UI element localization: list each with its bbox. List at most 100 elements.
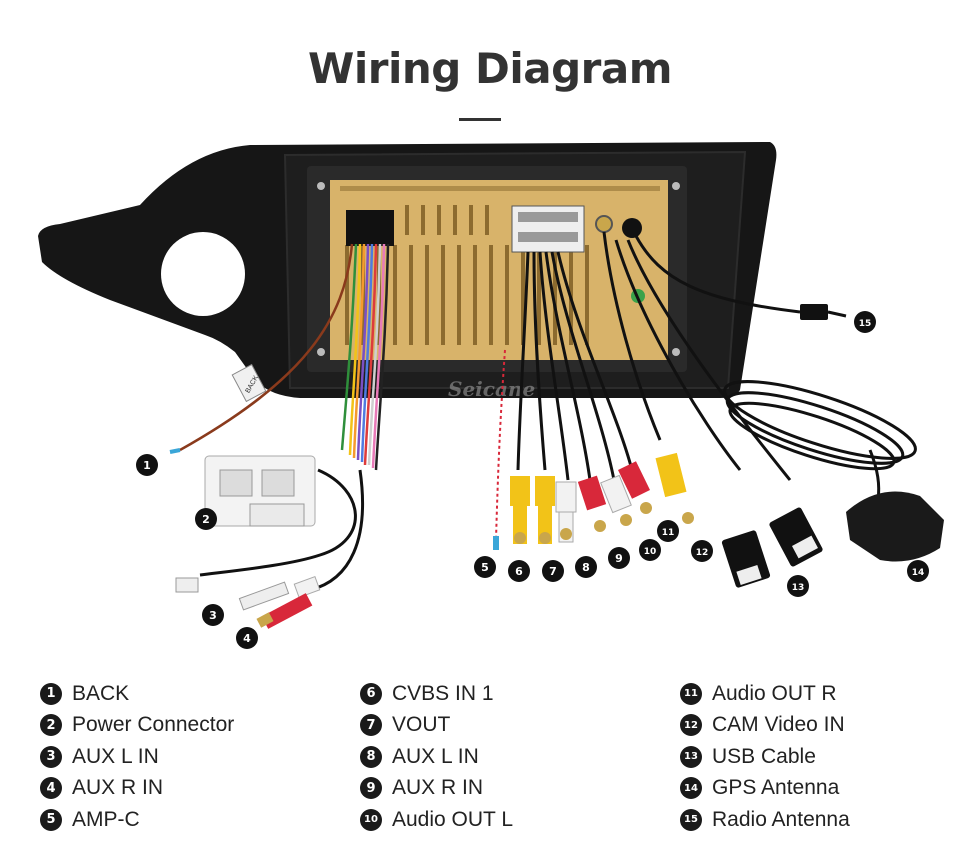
power-loop bbox=[199, 468, 357, 577]
legend-item: 15 Radio Antenna bbox=[680, 804, 850, 836]
svg-text:10: 10 bbox=[644, 547, 657, 557]
svg-text:1: 1 bbox=[143, 459, 151, 472]
legend-label: GPS Antenna bbox=[712, 776, 840, 800]
legend-item: 3 AUX L IN bbox=[40, 741, 234, 773]
rca-plug-10 bbox=[600, 474, 632, 526]
harness-wires bbox=[179, 243, 390, 471]
page-title: Wiring Diagram bbox=[308, 44, 672, 93]
legend-label: AUX L IN bbox=[392, 744, 479, 768]
svg-text:11: 11 bbox=[662, 528, 675, 538]
usb-plug-b bbox=[769, 507, 823, 567]
aux-l-plug bbox=[238, 576, 321, 611]
legend-label: USB Cable bbox=[712, 744, 816, 768]
svg-text:2: 2 bbox=[202, 513, 210, 526]
svg-text:13: 13 bbox=[792, 583, 805, 593]
callout-12: 12 bbox=[691, 540, 713, 562]
radio-antenna-plug bbox=[800, 304, 828, 320]
rca-plug-8 bbox=[555, 481, 577, 543]
svg-text:5: 5 bbox=[481, 561, 489, 574]
legend-number-badge: 15 bbox=[680, 808, 702, 831]
legend-number-badge: 2 bbox=[40, 714, 62, 737]
back-tag bbox=[231, 363, 267, 403]
legend-number-badge: 3 bbox=[40, 745, 62, 768]
rca-plug-12 bbox=[655, 452, 694, 524]
callout-8: 8 bbox=[575, 556, 597, 578]
svg-text:12: 12 bbox=[696, 548, 709, 558]
legend-column-3: 11 Audio OUT R 12 CAM Video IN 13 USB Cable… bbox=[680, 678, 850, 836]
legend-label: Power Connector bbox=[72, 713, 235, 737]
legend-item: 14 GPS Antenna bbox=[680, 773, 850, 805]
legend-item: 5 AMP-C bbox=[40, 804, 234, 836]
legend-column-1: 1 BACK 2 Power Connector 3 AUX L IN 4 AUX R … bbox=[40, 678, 234, 836]
callout-3: 3 bbox=[202, 604, 224, 626]
radio-socket bbox=[595, 215, 613, 233]
legend-item: 6 CVBS IN 1 bbox=[360, 678, 513, 710]
wiring-diagram: Seicane BACK bbox=[38, 142, 944, 649]
rca-cables bbox=[516, 231, 801, 481]
rca-plug-11 bbox=[617, 461, 652, 514]
gps-antenna bbox=[846, 491, 944, 562]
rca-plug-9 bbox=[577, 475, 607, 532]
legend-item: 7 VOUT bbox=[360, 710, 513, 742]
legend-number-badge: 13 bbox=[680, 745, 702, 768]
callout-6: 6 bbox=[508, 560, 530, 582]
main-harness-socket bbox=[346, 210, 394, 246]
svg-text:15: 15 bbox=[859, 319, 872, 329]
svg-text:6: 6 bbox=[515, 565, 523, 578]
legend-item: 9 AUX R IN bbox=[360, 773, 513, 805]
callout-9: 9 bbox=[608, 547, 630, 569]
rca-plug-6 bbox=[510, 476, 530, 544]
legend-item: 12 CAM Video IN bbox=[680, 710, 850, 742]
legend-item: 8 AUX L IN bbox=[360, 741, 513, 773]
svg-text:3: 3 bbox=[209, 609, 217, 622]
aux-r-plug bbox=[256, 593, 313, 629]
legend-number-badge: 8 bbox=[360, 745, 382, 768]
svg-text:9: 9 bbox=[615, 552, 623, 565]
legend-label: CAM Video IN bbox=[712, 713, 845, 737]
legend-number-badge: 5 bbox=[40, 808, 62, 831]
legend-label: VOUT bbox=[392, 713, 451, 737]
callout-15: 15 bbox=[854, 311, 876, 333]
legend-label: AUX R IN bbox=[392, 776, 484, 800]
callout-5: 5 bbox=[474, 556, 496, 578]
legend-label: BACK bbox=[72, 681, 130, 705]
gps-socket bbox=[622, 218, 642, 238]
legend-label: Radio Antenna bbox=[712, 807, 850, 831]
legend-number-badge: 12 bbox=[680, 714, 702, 737]
rca-plug-7 bbox=[535, 476, 555, 544]
legend-label: AUX L IN bbox=[72, 744, 159, 768]
legend-label: Audio OUT R bbox=[712, 681, 837, 705]
legend-label: AMP-C bbox=[72, 807, 140, 831]
legend-number-badge: 9 bbox=[360, 777, 382, 800]
title-underline bbox=[459, 118, 501, 121]
coiled-gps-cable bbox=[723, 380, 917, 501]
legend-number-badge: 1 bbox=[40, 682, 62, 705]
callout-10: 10 bbox=[639, 539, 661, 561]
legend-number-badge: 10 bbox=[360, 808, 382, 831]
callout-4: 4 bbox=[236, 627, 258, 649]
callout-13: 13 bbox=[787, 575, 809, 597]
legend-label: CVBS IN 1 bbox=[392, 681, 494, 705]
legend-number-badge: 6 bbox=[360, 682, 382, 705]
callout-14: 14 bbox=[907, 560, 929, 582]
svg-text:8: 8 bbox=[582, 561, 590, 574]
legend-number-badge: 14 bbox=[680, 777, 702, 800]
power-connector bbox=[204, 455, 316, 527]
callout-2: 2 bbox=[195, 508, 217, 530]
usb-plug-a bbox=[721, 530, 771, 588]
legend-item: 4 AUX R IN bbox=[40, 773, 234, 805]
legend-number-badge: 7 bbox=[360, 714, 382, 737]
legend-label: AUX R IN bbox=[72, 776, 164, 800]
callout-11: 11 bbox=[657, 520, 679, 542]
svg-text:4: 4 bbox=[243, 632, 251, 645]
legend-item: 11 Audio OUT R bbox=[680, 678, 850, 710]
back-wire-tip bbox=[169, 448, 181, 454]
bezel-hole bbox=[161, 232, 245, 316]
legend-number-badge: 4 bbox=[40, 777, 62, 800]
legend-item: 1 BACK bbox=[40, 678, 234, 710]
legend-item: 13 USB Cable bbox=[680, 741, 850, 773]
callout-7: 7 bbox=[542, 560, 564, 582]
legend-number-badge: 11 bbox=[680, 682, 702, 705]
